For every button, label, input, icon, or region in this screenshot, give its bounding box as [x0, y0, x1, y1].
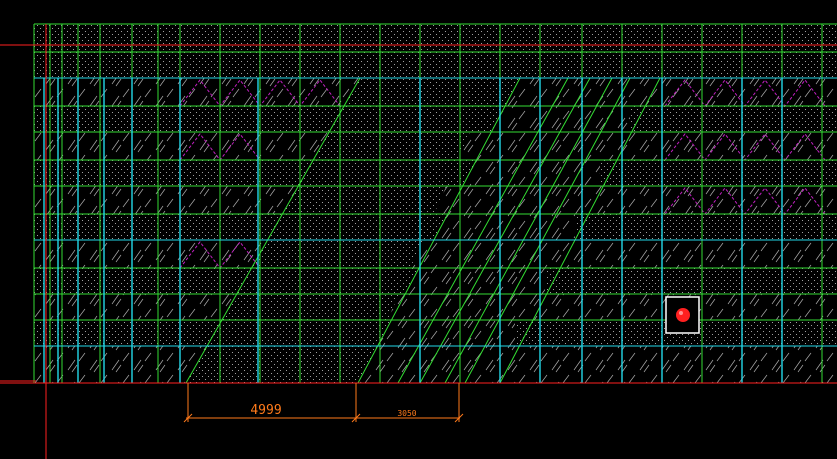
dimension-label-3050: 3050 — [397, 409, 416, 418]
dotted-band-right — [545, 268, 837, 294]
dotted-band-right — [600, 160, 837, 186]
diagonal-line — [357, 77, 521, 384]
dotted-band — [34, 24, 837, 78]
diagonal-line — [419, 77, 591, 384]
diagonal-glass-strip — [358, 78, 630, 383]
dotted-band-right — [575, 214, 837, 240]
diagonal-line — [499, 77, 661, 384]
dimension-group[interactable]: 4999 3050 — [183, 383, 464, 423]
dotted-band-right — [630, 106, 837, 132]
red-dot-marker-icon[interactable] — [665, 296, 700, 334]
diagonal-line — [464, 77, 631, 384]
dimension-tick-right — [454, 413, 464, 423]
dimension-tick-left — [183, 413, 193, 423]
diagonal-line — [185, 77, 361, 384]
cyan-mullions — [34, 77, 837, 383]
diagonal-line — [444, 77, 613, 384]
dotted-wedge — [186, 78, 545, 383]
dimension-label-4999: 4999 — [250, 403, 281, 418]
dimension-tick-mid — [351, 413, 361, 423]
